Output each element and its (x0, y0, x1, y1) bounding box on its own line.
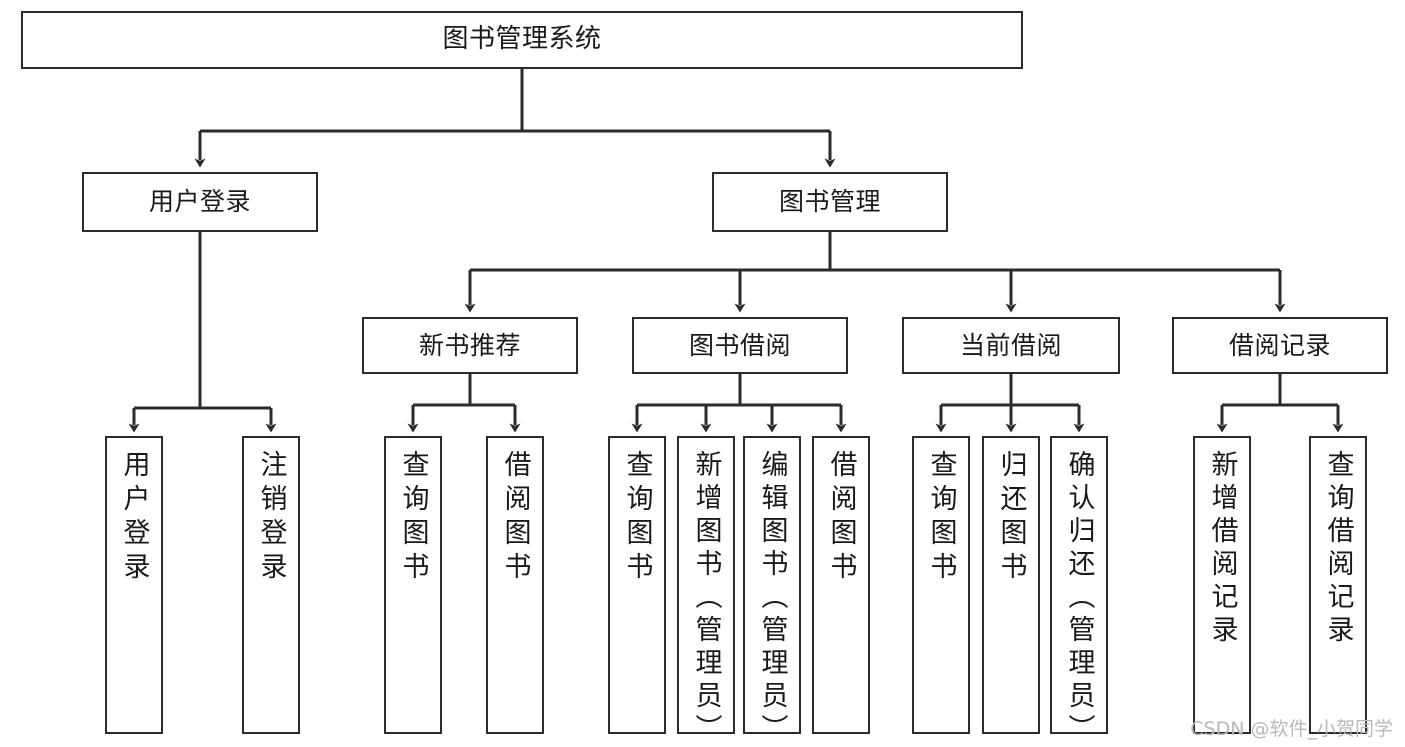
leaf-borrow-book-recommend[interactable]: 借阅图书 (486, 436, 544, 734)
node-label: 注销登录 (255, 450, 287, 586)
leaf-query-borrow-record[interactable]: 查询借阅记录 (1309, 436, 1367, 734)
node-label: 确认归还（管理员） (1063, 450, 1095, 747)
node-root[interactable]: 图书管理系统 (21, 11, 1023, 69)
node-label: 归还图书 (995, 450, 1027, 586)
node-label: 图书管理系统 (442, 24, 602, 55)
leaf-borrow-book[interactable]: 借阅图书 (812, 436, 870, 734)
node-current-borrow[interactable]: 当前借阅 (902, 317, 1120, 374)
leaf-query-book-borrow[interactable]: 查询图书 (608, 436, 666, 734)
node-new-book-recommend[interactable]: 新书推荐 (362, 317, 578, 374)
node-label: 新增图书（管理员） (690, 450, 722, 747)
node-book-management[interactable]: 图书管理 (712, 172, 948, 232)
node-label: 查询借阅记录 (1322, 450, 1354, 648)
leaf-edit-book-admin[interactable]: 编辑图书（管理员） (743, 436, 801, 747)
node-user-login[interactable]: 用户登录 (82, 172, 318, 232)
leaf-confirm-return-admin[interactable]: 确认归还（管理员） (1050, 436, 1108, 747)
node-label: 用户登录 (148, 187, 251, 216)
node-label: 编辑图书（管理员） (756, 450, 788, 747)
leaf-query-book-recommend[interactable]: 查询图书 (384, 436, 442, 734)
node-label: 用户登录 (118, 450, 150, 586)
leaf-add-book-admin[interactable]: 新增图书（管理员） (677, 436, 735, 747)
leaf-logout[interactable]: 注销登录 (242, 436, 300, 734)
leaf-user-login[interactable]: 用户登录 (105, 436, 163, 734)
node-label: 借阅记录 (1228, 330, 1331, 360)
node-label: 当前借阅 (959, 330, 1062, 360)
node-label: 借阅图书 (499, 450, 531, 586)
leaf-return-book[interactable]: 归还图书 (982, 436, 1040, 734)
node-label: 借阅图书 (825, 450, 857, 586)
node-label: 查询图书 (621, 450, 653, 586)
leaf-query-book-current[interactable]: 查询图书 (912, 436, 970, 734)
watermark: CSDN @软件_小贺同学 (1190, 718, 1393, 740)
node-label: 图书管理 (778, 187, 881, 216)
node-borrow-record[interactable]: 借阅记录 (1172, 317, 1388, 374)
node-label: 新增借阅记录 (1206, 450, 1238, 648)
node-label: 新书推荐 (418, 330, 521, 360)
node-label: 查询图书 (925, 450, 957, 586)
node-label: 图书借阅 (688, 330, 791, 360)
node-label: 查询图书 (397, 450, 429, 586)
node-book-borrow[interactable]: 图书借阅 (632, 317, 848, 374)
leaf-add-borrow-record[interactable]: 新增借阅记录 (1193, 436, 1251, 734)
